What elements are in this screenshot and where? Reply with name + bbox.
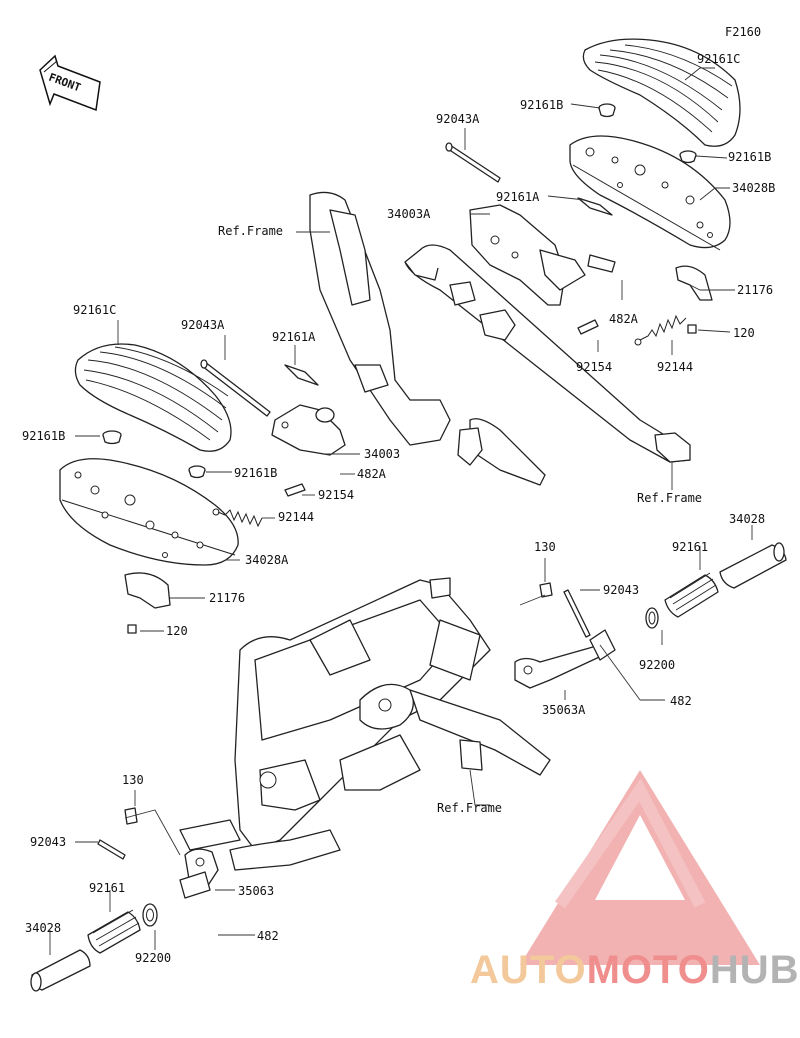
watermark-text: AUTOMOTOHUB bbox=[470, 948, 800, 993]
watermark-part-hub: HUB bbox=[709, 948, 800, 992]
label-92144-left: 92144 bbox=[278, 510, 315, 524]
label-34028A: 34028A bbox=[245, 553, 289, 567]
footpeg-cover-34028-mid bbox=[719, 542, 787, 589]
label-92161C-left: 92161C bbox=[73, 303, 117, 317]
label-92161B-left1: 92161B bbox=[22, 429, 66, 443]
footpeg-cover-34028-bot bbox=[30, 949, 91, 992]
footpeg-bracket-35063A bbox=[514, 629, 616, 689]
label-ref-frame-3: Ref.Frame bbox=[437, 801, 503, 815]
label-120-left: 120 bbox=[166, 624, 188, 638]
label-35063: 35063 bbox=[238, 884, 275, 898]
label-34003A: 34003A bbox=[387, 207, 431, 221]
bracket-21176-top bbox=[675, 265, 713, 301]
label-92161C-top: 92161C bbox=[697, 52, 741, 66]
bracket-34003A bbox=[469, 204, 616, 306]
label-92161B-left2: 92161B bbox=[234, 466, 278, 480]
label-92161B-top2: 92161B bbox=[728, 150, 772, 164]
watermark-part-auto: AUTO bbox=[470, 948, 587, 992]
floorboard-bracket-left bbox=[59, 458, 239, 566]
label-92043A-left: 92043A bbox=[181, 318, 225, 332]
label-ref-frame-2: Ref.Frame bbox=[637, 491, 703, 505]
label-92154-top: 92154 bbox=[576, 360, 613, 374]
label-92161-bot: 92161 bbox=[89, 881, 126, 895]
floorboard-bracket-right bbox=[569, 135, 731, 251]
label-ref-frame-1: Ref.Frame bbox=[218, 224, 284, 238]
label-482A-top: 482A bbox=[609, 312, 638, 326]
footpeg-bracket-35063 bbox=[179, 848, 219, 899]
bracket-21176-left bbox=[124, 572, 171, 609]
label-92161A-top: 92161A bbox=[496, 190, 540, 204]
label-21176-top: 21176 bbox=[737, 283, 774, 297]
rubber-bushing-top bbox=[598, 103, 697, 164]
label-34028-mid: 34028 bbox=[729, 512, 766, 526]
label-482-bot: 482 bbox=[257, 929, 279, 943]
washer-92200-mid bbox=[645, 607, 659, 629]
pin-92043-bot bbox=[97, 839, 126, 860]
bolt-92154-top bbox=[577, 319, 599, 335]
floorboard-pad-right bbox=[582, 38, 741, 147]
label-482-mid: 482 bbox=[670, 694, 692, 708]
label-130-mid: 130 bbox=[534, 540, 556, 554]
frame-tube-top bbox=[404, 244, 691, 463]
watermark-part-moto: MOTO bbox=[586, 948, 710, 992]
label-92154-left: 92154 bbox=[318, 488, 355, 502]
watermark-logo bbox=[520, 770, 760, 965]
bolt-130-mid bbox=[539, 582, 553, 598]
label-482A-left: 482A bbox=[357, 467, 386, 481]
label-92043A-top: 92043A bbox=[436, 112, 480, 126]
label-92043-mid: 92043 bbox=[603, 583, 640, 597]
spring-left bbox=[212, 508, 263, 528]
footpeg-rubber-92161-bot bbox=[87, 909, 141, 954]
front-arrow-icon bbox=[39, 54, 101, 112]
label-92200-mid: 92200 bbox=[639, 658, 676, 672]
frame-vertical-left bbox=[309, 191, 546, 486]
pin-92043-mid bbox=[563, 589, 591, 638]
rubber-bushing-left bbox=[102, 430, 206, 479]
label-92200-bot: 92200 bbox=[135, 951, 172, 965]
main-frame bbox=[179, 577, 551, 871]
label-120-top: 120 bbox=[733, 326, 755, 340]
bolt-120-left bbox=[127, 624, 137, 634]
label-35063A: 35063A bbox=[542, 703, 586, 717]
pin-left bbox=[200, 359, 271, 417]
label-92161A-left: 92161A bbox=[272, 330, 316, 344]
label-34028B: 34028B bbox=[732, 181, 776, 195]
leader-lines bbox=[49, 67, 753, 955]
floorboard-pad-left bbox=[74, 343, 232, 452]
label-92161B-top1: 92161B bbox=[520, 98, 564, 112]
footpeg-rubber-92161-mid bbox=[664, 572, 719, 618]
washer-92200-bot bbox=[142, 903, 158, 927]
label-92144-top: 92144 bbox=[657, 360, 694, 374]
diagram-code: F2160 bbox=[725, 25, 762, 39]
damper-left bbox=[284, 364, 319, 386]
label-92161-mid: 92161 bbox=[672, 540, 709, 554]
bracket-34003 bbox=[271, 404, 346, 456]
label-34003: 34003 bbox=[364, 447, 401, 461]
label-92043-bot: 92043 bbox=[30, 835, 67, 849]
damper-top bbox=[577, 197, 613, 216]
spring-top bbox=[634, 314, 687, 346]
label-130-bot: 130 bbox=[122, 773, 144, 787]
bolt-120-top bbox=[687, 324, 697, 334]
pin-top bbox=[445, 142, 501, 183]
bolt-92154-left bbox=[284, 483, 306, 497]
label-34028-bot: 34028 bbox=[25, 921, 62, 935]
label-21176-left: 21176 bbox=[209, 591, 246, 605]
